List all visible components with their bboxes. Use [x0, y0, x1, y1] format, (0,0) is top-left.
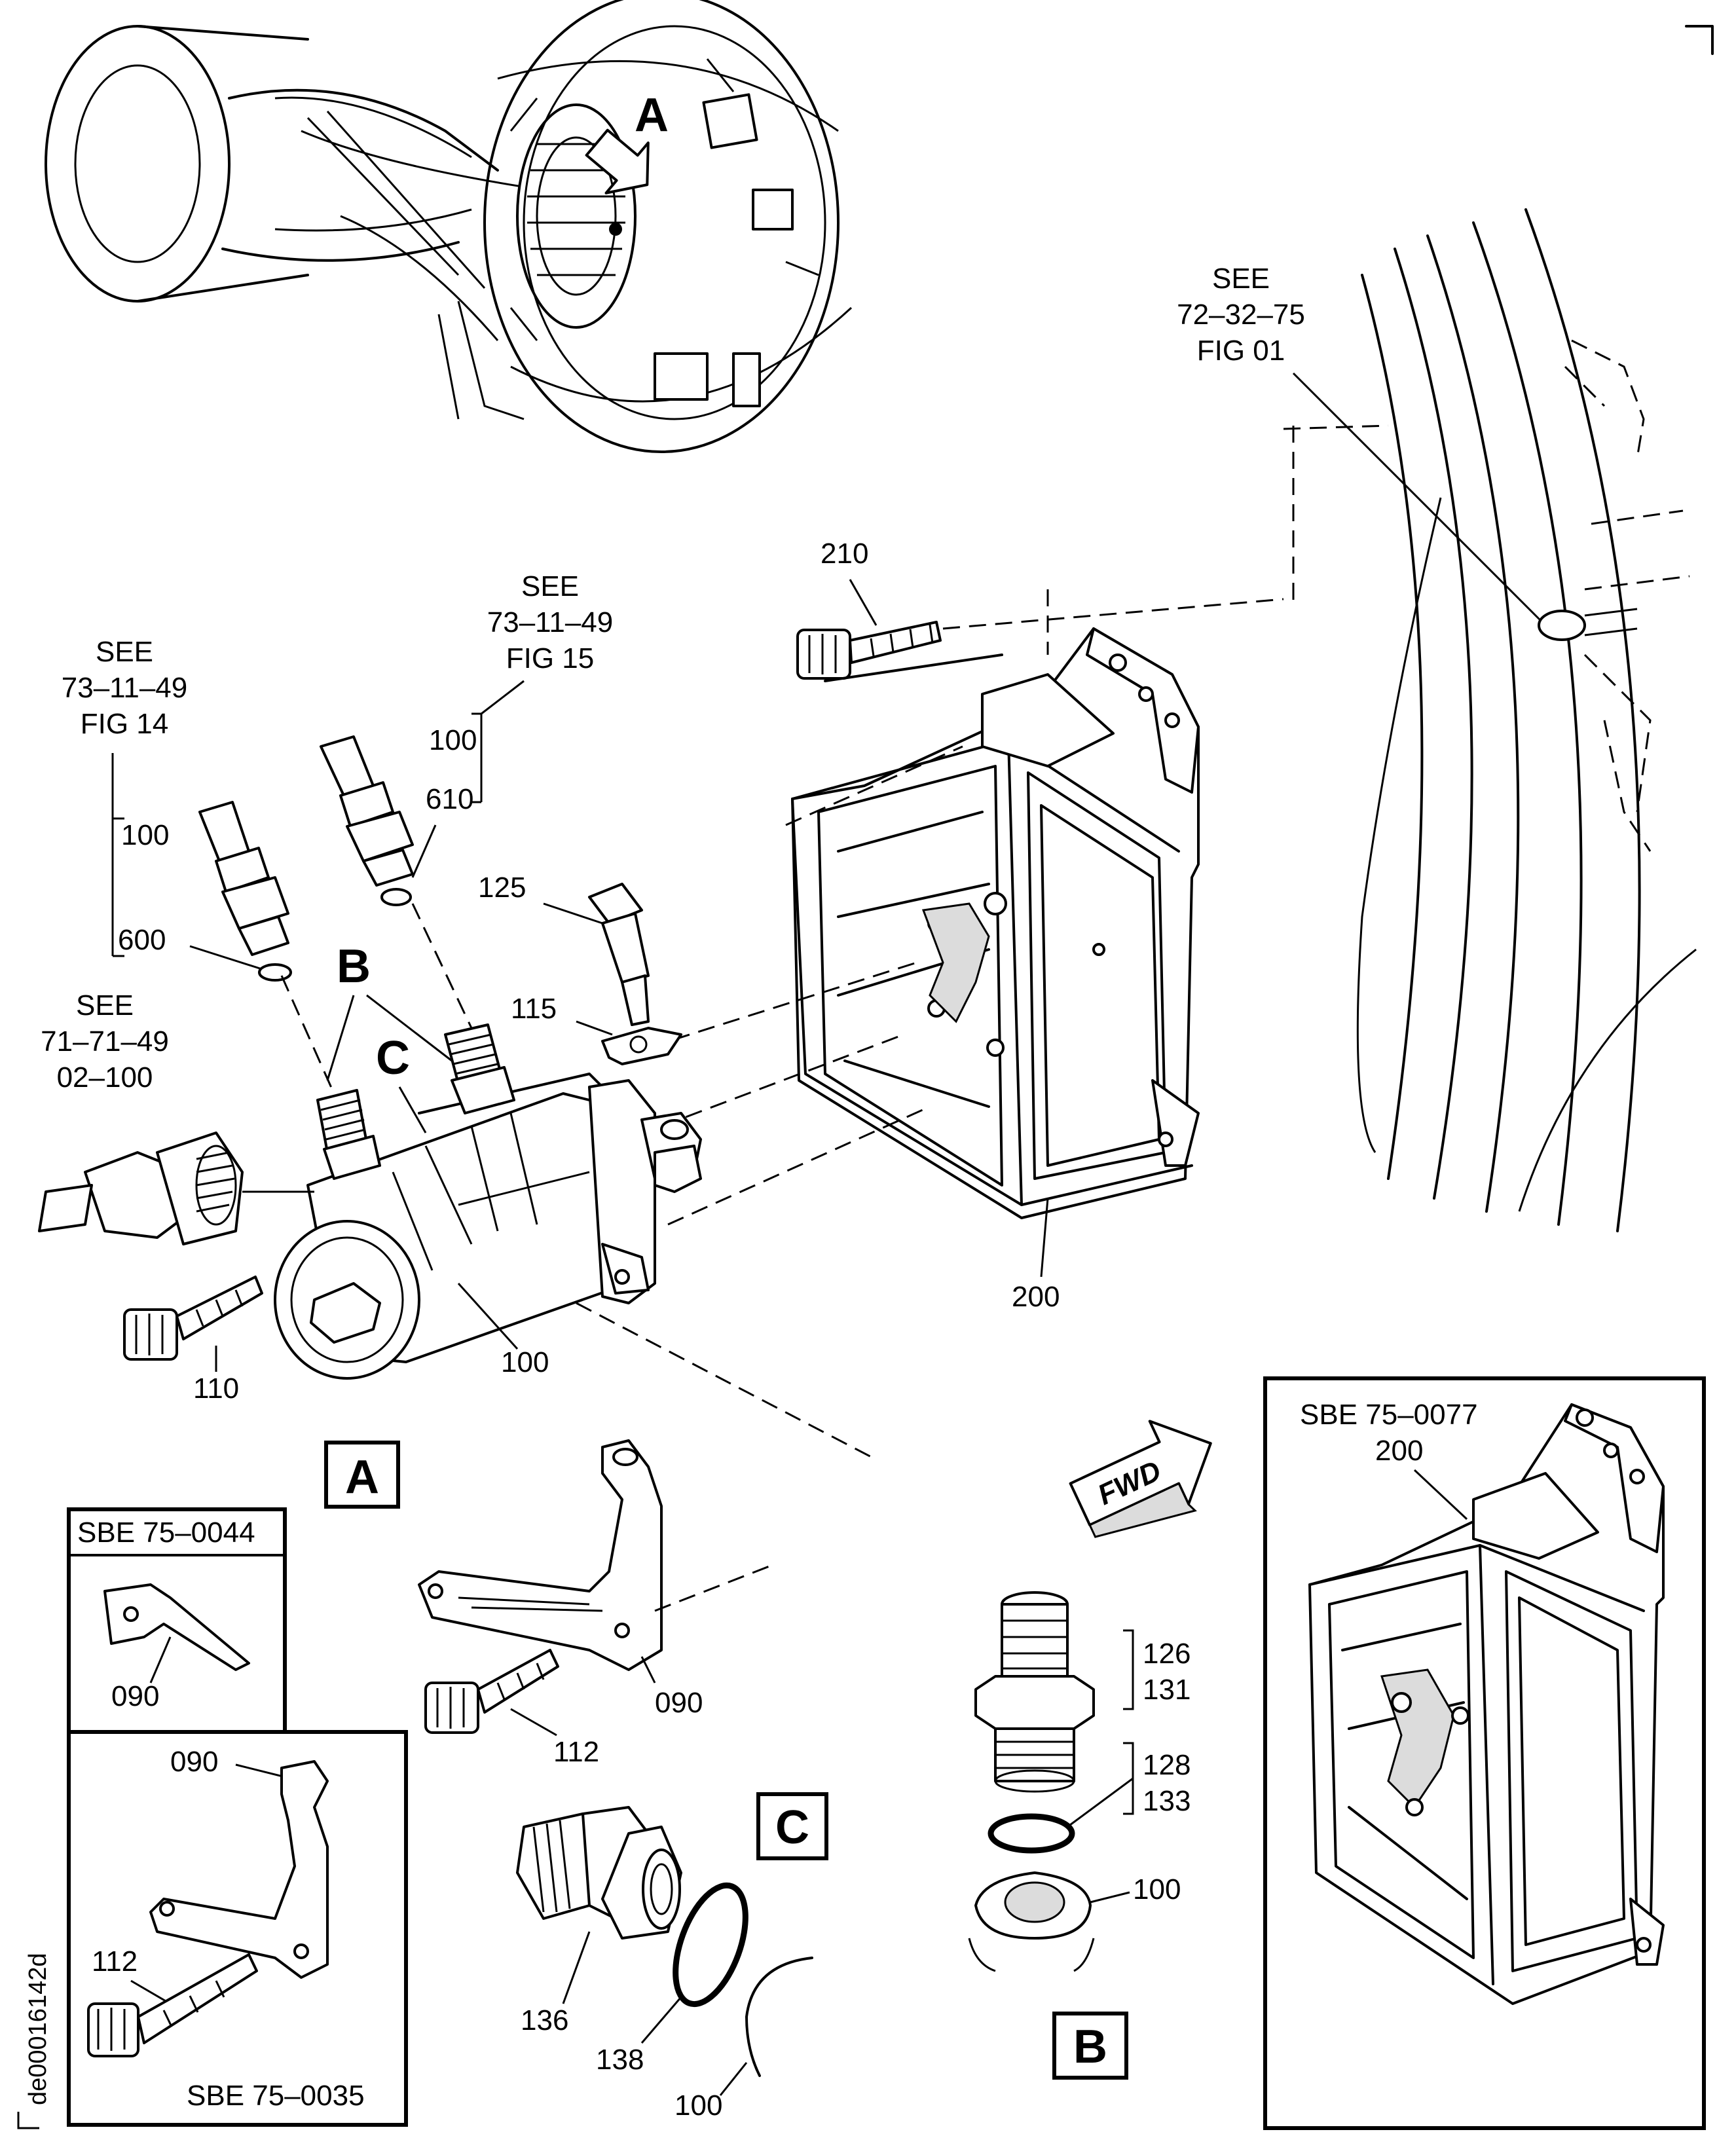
port-100-b: [968, 1871, 1095, 1972]
nacelle-frame: [1356, 208, 1697, 1232]
datum-line-2: [942, 589, 1284, 655]
washer-115: [601, 1027, 682, 1065]
drawing-id: de00016142d: [24, 1953, 52, 2105]
bracket-200: [791, 627, 1200, 1219]
svg-text:FIG 14: FIG 14: [81, 708, 169, 740]
bolt-210: [796, 621, 942, 680]
svg-text:FIG 01: FIG 01: [1197, 335, 1285, 367]
svg-text:FIG 15: FIG 15: [506, 642, 595, 674]
item-138: 138: [596, 2044, 644, 2076]
item-112-sbe35: 112: [92, 1945, 138, 1978]
svg-text:02–100: 02–100: [57, 1061, 153, 1094]
bracket-090-sbe35: [149, 1760, 329, 1979]
sbe-75-0077-label: SBE 75–0077: [1300, 1399, 1478, 1431]
sbe-75-0035-label: SBE 75–0035: [187, 2080, 365, 2112]
item-126: 126: [1143, 1638, 1191, 1670]
item-110: 110: [193, 1372, 239, 1405]
item-136: 136: [521, 2004, 568, 2036]
item-100-fig15: 100: [429, 724, 477, 756]
view-c-box: [756, 1792, 828, 1860]
ref-73-11-49-fig14: SEE 73–11–49 FIG 14: [62, 636, 188, 957]
view-c-pointer: C: [376, 1032, 410, 1084]
o-ring-128: [988, 1813, 1075, 1854]
actuator-100: [274, 1023, 702, 1380]
fitting-126: [974, 1591, 1095, 1793]
item-600: 600: [118, 924, 166, 956]
bolt-125: [588, 883, 650, 1026]
item-128: 128: [1143, 1749, 1191, 1781]
item-100-c: 100: [674, 2089, 722, 2122]
view-b-label: B: [1073, 2021, 1107, 2073]
view-a-label: A: [345, 1451, 379, 1503]
fitting-136: [516, 1806, 682, 1940]
bracket-090-sbe44: [103, 1583, 250, 1671]
sensor-fig15: [320, 735, 414, 906]
bolt-110: [123, 1276, 263, 1361]
sensor-alignment: [280, 903, 473, 1094]
item-112-main: 112: [553, 1736, 599, 1768]
svg-text:SEE: SEE: [521, 570, 579, 602]
item-090-sbe35: 090: [170, 1746, 218, 1778]
item-090-sbe44: 090: [111, 1680, 159, 1712]
item-200: 200: [1012, 1281, 1060, 1313]
alignment-lines: [576, 745, 963, 1462]
engine-overview: A: [45, 0, 853, 453]
view-a-pointer: A: [635, 89, 669, 141]
sensor-fig14: [198, 801, 292, 982]
item-131: 131: [1143, 1674, 1191, 1706]
svg-text:73–11–49: 73–11–49: [487, 606, 614, 638]
item-100-fig14: 100: [121, 819, 169, 851]
bracket-200-sbe77: [1308, 1403, 1665, 2005]
svg-text:73–11–49: 73–11–49: [62, 672, 188, 704]
connector-nut: [38, 1131, 244, 1245]
svg-text:71–71–49: 71–71–49: [41, 1025, 169, 1058]
item-610: 610: [426, 783, 473, 815]
ref-73-11-49-fig15: SEE 73–11–49 FIG 15: [471, 570, 614, 803]
sbe-75-0044-label: SBE 75–0044: [77, 1517, 255, 1549]
item-100-main: 100: [501, 1346, 549, 1378]
svg-text:72–32–75: 72–32–75: [1177, 299, 1305, 331]
view-b-box: [1052, 2012, 1128, 2080]
svg-text:SEE: SEE: [1212, 263, 1270, 295]
datum-line: [1283, 424, 1389, 602]
item-200-sbe77: 200: [1375, 1435, 1423, 1467]
bracket-090-main: [418, 1439, 663, 1671]
corner-mark: [1685, 25, 1714, 55]
item-125: 125: [478, 872, 526, 904]
view-b-pointer: B: [337, 940, 371, 993]
svg-text:SEE: SEE: [76, 989, 134, 1021]
bolt-112-sbe35: [87, 1953, 258, 2057]
item-100-b: 100: [1133, 1873, 1181, 1905]
item-115: 115: [511, 993, 557, 1025]
view-a-box: [324, 1441, 400, 1509]
ref-71-71-49: SEE 71–71–49 02–100: [41, 989, 169, 1094]
o-ring-138: [673, 1882, 748, 2008]
port-100-c: [745, 1957, 813, 2077]
bolt-112-main: [424, 1649, 559, 1734]
view-c-label: C: [775, 1801, 809, 1854]
fwd-arrow: FWD: [1069, 1420, 1212, 1538]
leader-72-32-75: [1292, 372, 1550, 630]
svg-text:SEE: SEE: [96, 636, 153, 668]
item-133: 133: [1143, 1785, 1191, 1817]
ref-72-32-75: SEE 72–32–75 FIG 01: [1177, 263, 1305, 367]
item-210: 210: [821, 538, 868, 570]
item-090-main: 090: [655, 1687, 703, 1719]
